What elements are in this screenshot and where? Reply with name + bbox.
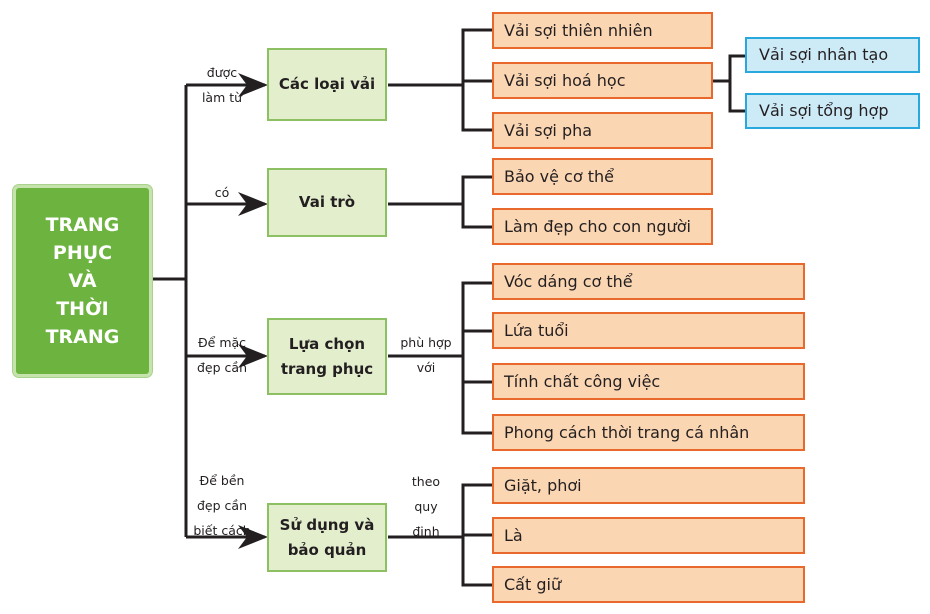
node-lua-chon-trang-phuc: Lựa chọn trang phục xyxy=(267,318,387,395)
relation-label-4: Để bền đẹp cần biết cách xyxy=(190,468,254,543)
leaf-lam-dep: Làm đẹp cho con người xyxy=(492,208,713,245)
relation-label-3: Để mặc đẹp cần xyxy=(190,330,254,380)
node-label: Các loại vải xyxy=(278,75,376,93)
leaf-vai-soi-hoa-hoc: Vải sợi hoá học xyxy=(492,62,713,99)
relation-text: làm từ xyxy=(201,90,243,105)
bracket-vai-tro xyxy=(388,175,492,229)
relation-text: Để mặc xyxy=(197,335,247,350)
leaf-bao-ve-co-the: Bảo vệ cơ thể xyxy=(492,158,713,195)
relation-label-1: được làm từ xyxy=(192,60,252,110)
bracket-cac-loai-vai xyxy=(388,28,492,132)
root-label: TRANG PHỤC VÀ THỜI TRANG xyxy=(45,214,120,348)
bracket-hoa-hoc xyxy=(712,54,745,113)
relation-text: biết cách xyxy=(193,523,251,538)
node-cac-loai-vai: Các loại vải xyxy=(267,48,387,121)
relation-text: được xyxy=(206,65,238,80)
node-su-dung-bao-quan: Sử dụng và bảo quản xyxy=(267,503,387,572)
relation-text: Để bền xyxy=(199,473,245,488)
node-label: Vai trò xyxy=(298,193,356,211)
leaf-vai-soi-nhan-tao: Vải sợi nhân tạo xyxy=(745,37,920,73)
link-text: theo xyxy=(411,474,441,489)
link-text: quy xyxy=(414,499,438,514)
leaf-vai-soi-pha: Vải sợi pha xyxy=(492,112,713,149)
leaf-phong-cach: Phong cách thời trang cá nhân xyxy=(492,414,805,451)
leaf-vai-soi-tong-hop: Vải sợi tổng hợp xyxy=(745,93,920,129)
relation-text: đẹp cần xyxy=(197,498,247,513)
relation-text: đẹp cần xyxy=(197,360,247,375)
relation-text: có xyxy=(214,185,230,200)
link-text: định xyxy=(412,524,440,539)
node-label: Lựa chọn trang phục xyxy=(280,334,374,378)
relation-label-2: có xyxy=(192,180,252,205)
link-label-lua-chon: phù hợp với xyxy=(394,330,458,380)
leaf-voc-dang: Vóc dáng cơ thể xyxy=(492,263,805,300)
bracket-su-dung xyxy=(388,483,492,587)
root-node: TRANG PHỤC VÀ THỜI TRANG xyxy=(13,185,152,377)
link-label-su-dung: theo quy định xyxy=(400,469,452,544)
node-label: Sử dụng và bảo quản xyxy=(279,515,375,559)
leaf-giat-phoi: Giặt, phơi xyxy=(492,467,805,504)
leaf-vai-soi-thien-nhien: Vải sợi thiên nhiên xyxy=(492,12,713,49)
leaf-lua-tuoi: Lứa tuổi xyxy=(492,312,805,349)
bracket-lua-chon xyxy=(388,281,492,435)
leaf-tinh-chat-cong-viec: Tính chất công việc xyxy=(492,363,805,400)
link-text: phù hợp xyxy=(400,335,452,350)
node-vai-tro: Vai trò xyxy=(267,168,387,237)
link-text: với xyxy=(416,360,436,375)
leaf-la: Là xyxy=(492,517,805,554)
leaf-cat-giu: Cất giữ xyxy=(492,566,805,603)
